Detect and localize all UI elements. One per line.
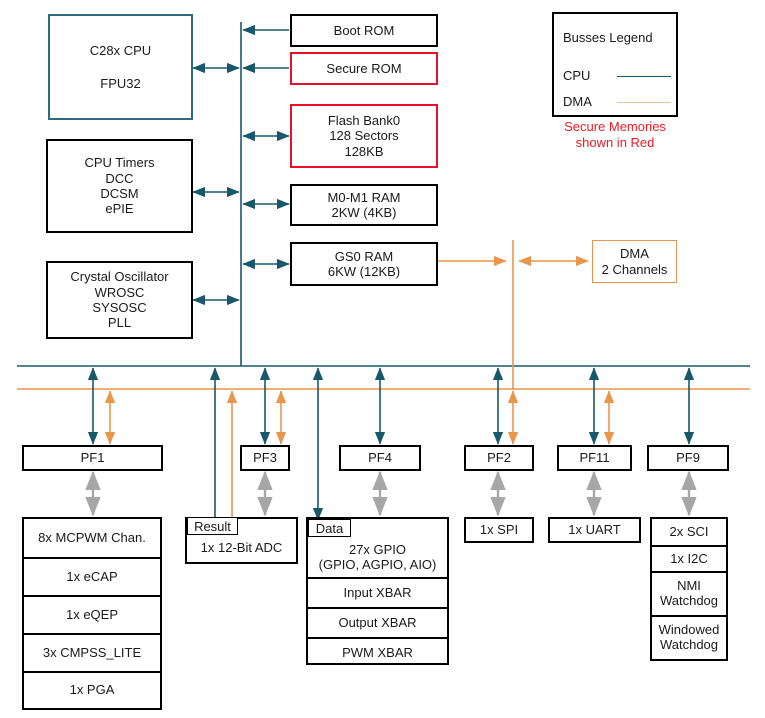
sci-item[interactable]: 2x SCI bbox=[669, 523, 709, 539]
flash-bank0-label: Flash Bank0 bbox=[327, 113, 401, 128]
legend-dma-line bbox=[617, 102, 671, 103]
peripheral-frame-pf11[interactable]: PF11 bbox=[557, 445, 632, 471]
gpio-xbar-stack[interactable]: 27x GPIO (GPIO, AGPIO, AIO) Input XBAR O… bbox=[306, 517, 449, 665]
i2c-item[interactable]: 1x I2C bbox=[652, 545, 726, 571]
secure-rom-block[interactable]: Secure ROM bbox=[290, 52, 438, 85]
dma-bus-to-pf bbox=[104, 390, 615, 518]
secure-rom-label: Secure ROM bbox=[326, 60, 402, 76]
peripheral-frame-pf3[interactable]: PF3 bbox=[240, 445, 290, 471]
pf3-label: PF3 bbox=[253, 450, 277, 466]
peripheral-frame-pf9[interactable]: PF9 bbox=[647, 445, 729, 471]
dcsm-label: DCSM bbox=[100, 186, 139, 201]
eqep-item[interactable]: 1x eQEP bbox=[24, 595, 160, 633]
flash-size-label: 128KB bbox=[344, 143, 384, 159]
gs0-ram-block[interactable]: GS0 RAM 6KW (12KB) bbox=[290, 242, 438, 286]
flash-bank0-block[interactable]: Flash Bank0 128 Sectors 128KB bbox=[290, 104, 438, 168]
gpio-count-label: 27x GPIO bbox=[348, 542, 407, 558]
pf9-label: PF9 bbox=[676, 450, 700, 466]
cpu-bus-to-pf bbox=[87, 367, 695, 521]
windowed-label: Windowed bbox=[658, 622, 720, 638]
c28x-cpu-block[interactable]: C28x CPU FPU32 bbox=[48, 14, 193, 120]
m0-m1-ram-block[interactable]: M0-M1 RAM 2KW (4KB) bbox=[290, 184, 438, 226]
peripheral-frame-pf2[interactable]: PF2 bbox=[464, 445, 534, 471]
m0-m1-ram-label: M0-M1 RAM bbox=[327, 189, 401, 205]
dma-label: DMA bbox=[620, 246, 649, 262]
gs0-ram-label: GS0 RAM bbox=[334, 248, 394, 264]
gs0-ram-size-label: 6KW (12KB) bbox=[327, 264, 401, 279]
secure-note-line1: Secure Memories bbox=[564, 119, 666, 134]
dcc-label: DCC bbox=[105, 170, 134, 186]
cpu-fpu-label: FPU32 bbox=[100, 75, 141, 91]
pf1-label: PF1 bbox=[80, 450, 105, 466]
legend-cpu-label: CPU bbox=[563, 68, 591, 83]
adc-label: 1x 12-Bit ADC bbox=[200, 539, 283, 555]
secure-note-line2: shown in Red bbox=[575, 135, 655, 151]
gpio-data-tag: Data bbox=[308, 519, 351, 537]
m0-m1-ram-size-label: 2KW (4KB) bbox=[331, 205, 397, 220]
peripheral-frame-pf4[interactable]: PF4 bbox=[339, 445, 421, 471]
pf11-label: PF11 bbox=[579, 450, 610, 466]
legend-cpu-line bbox=[617, 76, 671, 77]
windowed-watchdog-item[interactable]: Windowed Watchdog bbox=[652, 615, 726, 659]
nmi-watchdog-item[interactable]: NMI Watchdog bbox=[652, 571, 726, 615]
pf-to-peripheral-arrows bbox=[85, 470, 697, 517]
windowed-watchdog-label: Watchdog bbox=[659, 637, 719, 652]
busses-legend: Busses Legend CPU DMA bbox=[552, 12, 678, 117]
cmpss-lite-item[interactable]: 3x CMPSS_LITE bbox=[24, 633, 160, 671]
pf4-label: PF4 bbox=[368, 450, 392, 466]
epie-label: ePIE bbox=[105, 201, 134, 217]
pwm-peripheral-stack[interactable]: 8x MCPWM Chan. 1x eCAP 1x eQEP 3x CMPSS_… bbox=[22, 517, 162, 710]
uart-label: 1x UART bbox=[568, 522, 621, 538]
secure-memories-note: Secure Memories shown in Red bbox=[541, 119, 689, 152]
nmi-watchdog-label: Watchdog bbox=[659, 593, 719, 608]
boot-rom-block[interactable]: Boot ROM bbox=[290, 14, 438, 47]
pwm-xbar-item[interactable]: PWM XBAR bbox=[308, 637, 447, 667]
dma-block[interactable]: DMA 2 Channels bbox=[592, 240, 677, 283]
cpu-timers-label: CPU Timers bbox=[84, 155, 155, 171]
output-xbar-item[interactable]: Output XBAR bbox=[308, 607, 447, 637]
legend-dma-label: DMA bbox=[563, 94, 592, 109]
input-xbar-item[interactable]: Input XBAR bbox=[308, 577, 447, 607]
ecap-item[interactable]: 1x eCAP bbox=[24, 557, 160, 595]
legend-title: Busses Legend bbox=[563, 30, 653, 45]
peripheral-frame-pf1[interactable]: PF1 bbox=[22, 445, 163, 471]
pf2-label: PF2 bbox=[487, 450, 511, 466]
cpu-title: C28x CPU bbox=[89, 43, 152, 59]
crystal-oscillator-label: Crystal Oscillator bbox=[70, 269, 169, 285]
pll-label: PLL bbox=[107, 315, 132, 331]
spi-label: 1x SPI bbox=[479, 522, 519, 538]
boot-rom-label: Boot ROM bbox=[333, 22, 395, 38]
cpu-timers-block[interactable]: CPU Timers DCC DCSM ePIE bbox=[46, 139, 193, 233]
uart-block[interactable]: 1x UART bbox=[548, 517, 641, 543]
sysosc-label: SYSOSC bbox=[92, 300, 147, 315]
adc-result-tag: Result bbox=[187, 517, 238, 535]
dma-channels-label: 2 Channels bbox=[601, 261, 668, 277]
nmi-label: NMI bbox=[677, 578, 701, 594]
comms-watchdog-stack[interactable]: 2x SCI 1x I2C NMI Watchdog Windowed Watc… bbox=[650, 517, 728, 661]
flash-sectors-label: 128 Sectors bbox=[329, 128, 399, 144]
pga-item[interactable]: 1x PGA bbox=[24, 671, 160, 708]
mcpwm-item[interactable]: 8x MCPWM Chan. bbox=[38, 529, 146, 545]
gpio-item[interactable]: 27x GPIO (GPIO, AGPIO, AIO) bbox=[308, 519, 447, 577]
cpu-bus-lines bbox=[17, 22, 750, 367]
spi-block[interactable]: 1x SPI bbox=[464, 517, 534, 543]
clock-block[interactable]: Crystal Oscillator WROSC SYSOSC PLL bbox=[46, 261, 193, 339]
gpio-types-label: (GPIO, AGPIO, AIO) bbox=[318, 557, 437, 573]
wrosc-label: WROSC bbox=[94, 284, 145, 300]
